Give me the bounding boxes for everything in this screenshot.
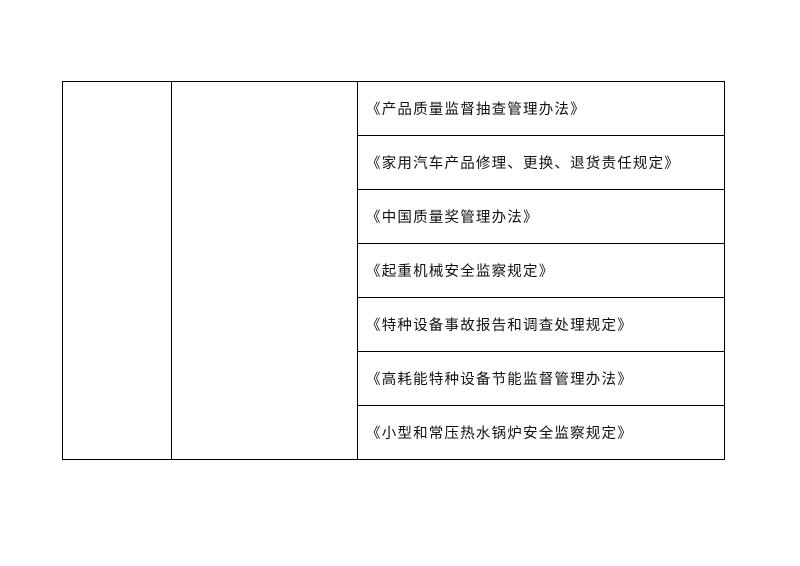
table-row: 《小型和常压热水锅炉安全监察规定》 <box>63 405 725 460</box>
regulation-name: 《特种设备事故报告和调查处理规定》 <box>357 297 725 352</box>
table-row: 《中国质量奖管理办法》 <box>63 189 725 244</box>
table-row: 《特种设备事故报告和调查处理规定》 <box>63 297 725 352</box>
table-row: 《高耗能特种设备节能监督管理办法》 <box>63 351 725 406</box>
category-cell <box>62 81 172 460</box>
regulation-name: 《家用汽车产品修理、更换、退货责任规定》 <box>357 135 725 190</box>
regulation-name: 《起重机械安全监察规定》 <box>357 243 725 298</box>
regulations-table: 《产品质量监督抽查管理办法》 《家用汽车产品修理、更换、退货责任规定》 《中国质… <box>62 81 725 460</box>
regulation-name: 《高耗能特种设备节能监督管理办法》 <box>357 351 725 406</box>
regulation-name: 《产品质量监督抽查管理办法》 <box>357 81 725 136</box>
regulation-name: 《中国质量奖管理办法》 <box>357 189 725 244</box>
regulation-name: 《小型和常压热水锅炉安全监察规定》 <box>357 405 725 460</box>
table-row: 《产品质量监督抽查管理办法》 <box>62 81 725 460</box>
subcategory-cell <box>171 81 358 460</box>
table-row: 《家用汽车产品修理、更换、退货责任规定》 <box>63 135 725 190</box>
